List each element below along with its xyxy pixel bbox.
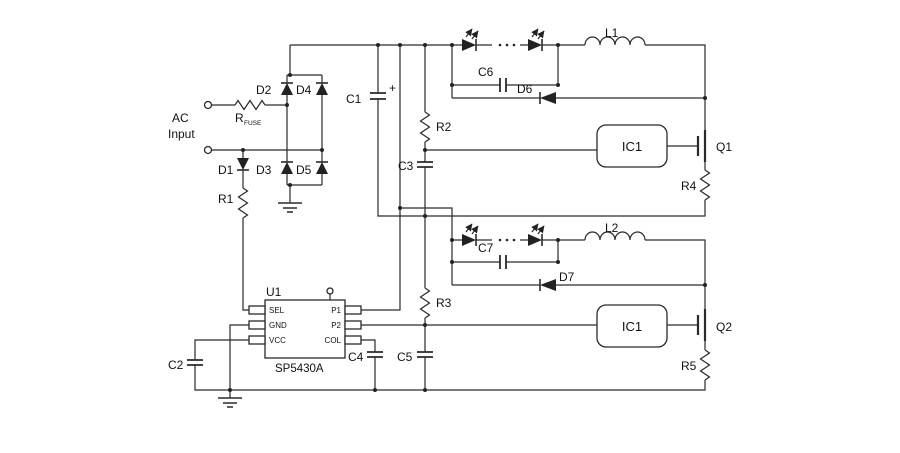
u1-controller: U1 SP5430A SEL GND VCC P1 P2 COL [248, 285, 362, 375]
u1-pin-col-label: COL [325, 336, 342, 345]
c4-label: C4 [348, 350, 364, 364]
d7-label: D7 [559, 270, 575, 284]
diode-d3: D3 [256, 161, 293, 177]
d6-label: D6 [517, 82, 533, 96]
q1-label: Q1 [716, 140, 732, 154]
rfuse-label-sub: FUSE [244, 120, 262, 127]
capacitor-c4: C4 [348, 350, 383, 364]
ic1-top: IC1 [596, 124, 668, 168]
capacitor-c5: C5 [397, 350, 433, 364]
ac-input-terminals: AC Input [168, 100, 213, 155]
ac-terminal-top [203, 100, 213, 110]
mosfet-q2: Q2 [696, 309, 732, 341]
ac-terminal-bottom [203, 145, 213, 155]
c3-label: C3 [398, 159, 414, 173]
u1-pin-p1-label: P1 [331, 306, 341, 315]
d2-label: D2 [256, 83, 272, 97]
junction-dots [228, 43, 707, 392]
d5-label: D5 [296, 163, 312, 177]
capacitor-c7: C7 [478, 241, 507, 269]
diode-d1: D1 [218, 158, 249, 177]
led-string-channel1 [462, 28, 545, 51]
u1-top-terminal [326, 287, 334, 295]
diode-d2: D2 [256, 82, 293, 97]
wires-bottom-section [194, 45, 706, 398]
capacitor-c6: C6 [478, 65, 507, 92]
u1-pin-gnd-label: GND [269, 321, 287, 330]
r4-label: R4 [681, 179, 697, 193]
resistor-r5: R5 [681, 349, 711, 381]
rfuse-label: R [235, 111, 244, 125]
c7-label: C7 [478, 241, 494, 255]
c2-label: C2 [168, 358, 184, 372]
capacitor-c1: C1 + [346, 81, 396, 106]
resistor-rfuse: R FUSE [234, 99, 266, 127]
u1-ref-label: U1 [266, 285, 282, 299]
inductor-l2: L2 [584, 221, 646, 241]
diode-d5: D5 [296, 161, 328, 177]
ac-label-line1: AC [172, 111, 189, 125]
diode-d4: D4 [296, 82, 328, 97]
ground-bridge-icon [278, 202, 302, 213]
mosfet-q1: Q1 [696, 130, 732, 162]
inductor-l1: L1 [584, 26, 646, 46]
u1-pin-sel-label: SEL [269, 306, 285, 315]
ic1-bottom: IC1 [596, 304, 668, 348]
r1-label: R1 [218, 192, 234, 206]
led-string-channel2 [462, 223, 545, 246]
ic1-bottom-label: IC1 [622, 319, 642, 334]
resistor-r2: R2 [419, 111, 452, 143]
l2-label: L2 [605, 221, 619, 235]
ac-label-line2: Input [168, 127, 195, 141]
u1-pin-vcc-label: VCC [269, 336, 286, 345]
d3-label: D3 [256, 163, 272, 177]
d1-label: D1 [218, 163, 234, 177]
ic1-top-label: IC1 [622, 139, 642, 154]
q2-label: Q2 [716, 320, 732, 334]
resistor-r1: R1 [218, 187, 249, 219]
l1-label: L1 [605, 26, 619, 40]
c6-label: C6 [478, 65, 494, 79]
c1-polarity-sign: + [389, 81, 396, 95]
diode-d7: D7 [539, 270, 575, 291]
u1-pin-p2-label: P2 [331, 321, 341, 330]
r5-label: R5 [681, 359, 697, 373]
d4-label: D4 [296, 83, 312, 97]
diode-d6: D6 [517, 82, 556, 104]
r2-label: R2 [436, 120, 452, 134]
capacitor-c2: C2 [168, 358, 203, 372]
c5-label: C5 [397, 350, 413, 364]
r3-label: R3 [436, 296, 452, 310]
c1-label: C1 [346, 92, 362, 106]
resistor-r4: R4 [681, 169, 711, 201]
u1-part-label: SP5430A [275, 363, 324, 375]
u1-pin-boxes [248, 305, 362, 345]
ground-bottom-icon [218, 397, 242, 408]
resistor-r3: R3 [419, 287, 452, 319]
capacitor-c3: C3 [398, 159, 433, 173]
